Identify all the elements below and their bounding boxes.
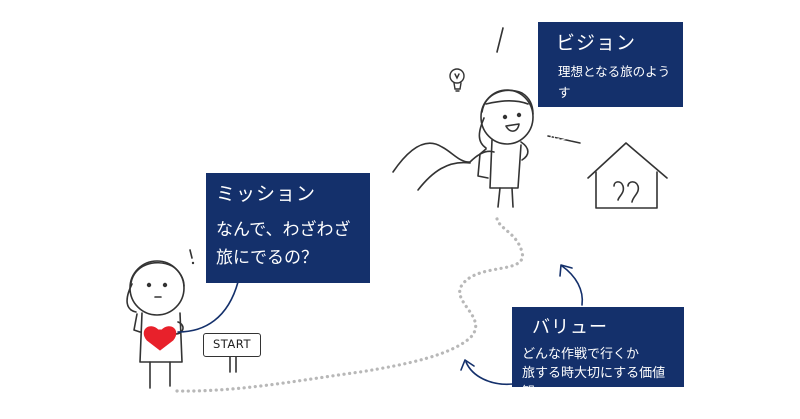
value-box: バリュー どんな作戦で行くか 旅する時大切にする価値観	[512, 307, 684, 400]
lightbulb-icon	[449, 68, 465, 92]
value-arrow-up	[561, 265, 584, 306]
hills	[392, 142, 495, 173]
start-sign: START	[203, 333, 261, 357]
mission-title: ミッション	[216, 183, 317, 205]
mission-connector	[177, 281, 239, 333]
vision-line-1: 理想となる旅のようす	[558, 64, 671, 100]
value-line-1: どんな作戦で行くか	[522, 347, 640, 362]
heart-icon	[143, 326, 177, 351]
vision-character	[477, 89, 534, 208]
mission-line-1: なんで、わざわざ	[216, 220, 351, 240]
value-title: バリュー	[532, 317, 608, 338]
vision-line-2: （人との関わり、起きた変化）	[548, 106, 673, 142]
house-icon	[587, 142, 668, 209]
value-line-2: 旅する時大切にする価値観	[522, 366, 666, 400]
vision-title: ビジョン	[556, 32, 637, 54]
mission-box: ミッション なんで、わざわざ 旅にでるの？	[206, 173, 370, 283]
value-arrow-left	[465, 361, 514, 386]
dotted-trail	[175, 212, 524, 393]
mission-character	[126, 260, 185, 389]
vision-box: ビジョン 理想となる旅のようす （人との関わり、起きた変化）	[538, 22, 683, 142]
mission-line-2: 旅にでるの？	[216, 248, 318, 268]
